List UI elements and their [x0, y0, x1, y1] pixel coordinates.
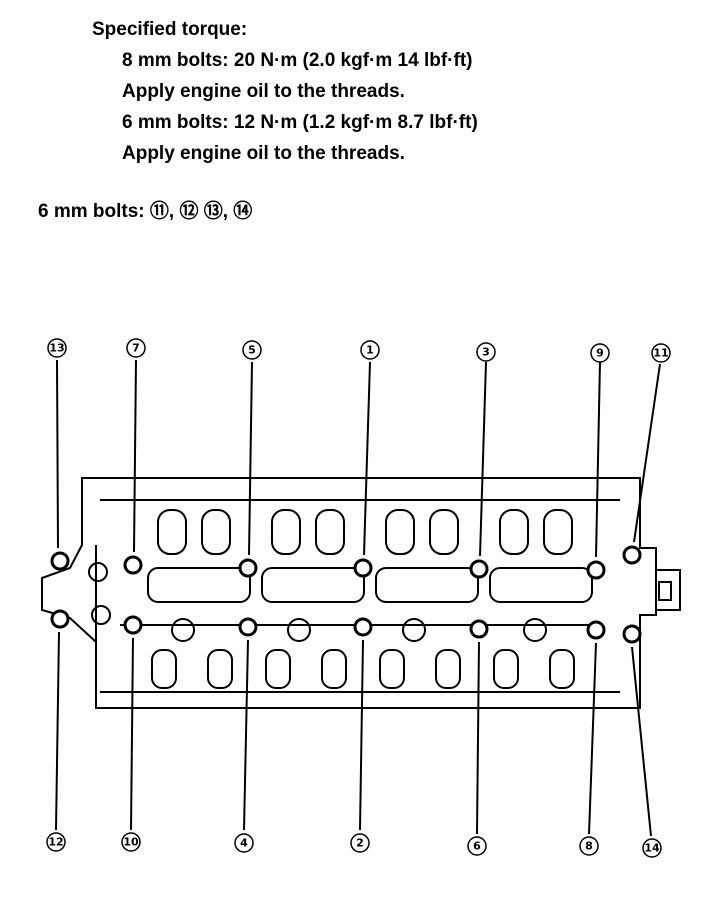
end-plug-left [88, 562, 108, 582]
port-boss [435, 649, 461, 689]
valve-boss [271, 509, 301, 555]
chamber-1 [147, 567, 251, 603]
lower-boss [402, 618, 426, 642]
bolt-13 [50, 551, 70, 571]
end-plug-left-2 [91, 605, 111, 625]
bolt-11 [622, 545, 642, 565]
spec-8mm-note: Apply engine oil to the threads. [122, 81, 405, 102]
chamber-4 [489, 567, 593, 603]
spec-title: Specified torque: [92, 19, 248, 40]
bolt-12 [50, 609, 70, 629]
valve-boss [201, 509, 231, 555]
six-mm-bolts-note: 6 mm bolts: ⑪, ⑫ ⑬, ⑭ [38, 196, 252, 223]
callout-8: 8 [585, 840, 593, 853]
bolt-1 [353, 558, 373, 578]
valve-boss [499, 509, 529, 555]
bolt-7 [123, 555, 143, 575]
bolt-4 [238, 617, 258, 637]
port-boss [549, 649, 575, 689]
chamber-3 [375, 567, 479, 603]
callout-4: 4 [240, 837, 248, 850]
bolt-5 [238, 558, 258, 578]
callout-5: 5 [248, 344, 256, 357]
six-mm-bolts-list: ⑪, ⑫ ⑬, ⑭ [149, 201, 253, 222]
valve-boss [543, 509, 573, 555]
callout-10: 10 [123, 836, 139, 849]
bolt-3 [469, 559, 489, 579]
callout-6: 6 [473, 840, 481, 853]
lower-boss [171, 618, 195, 642]
valve-boss [429, 509, 459, 555]
torque-specification: Specified torque: 8 mm bolts: 20 N·m (2.… [92, 14, 478, 169]
port-boss [379, 649, 405, 689]
callout-9: 9 [596, 347, 604, 360]
cam-extension [656, 569, 681, 611]
bolt-2 [353, 617, 373, 637]
valve-boss [385, 509, 415, 555]
bolt-9 [586, 560, 606, 580]
callout-13: 13 [49, 342, 64, 355]
callout-7: 7 [132, 342, 140, 355]
port-boss [493, 649, 519, 689]
port-boss [151, 649, 177, 689]
cam-slot [658, 581, 672, 601]
bolt-6 [469, 619, 489, 639]
callout-11: 11 [653, 347, 668, 360]
callout-14: 14 [644, 842, 660, 855]
bolt-14 [622, 624, 642, 644]
callout-3: 3 [482, 346, 490, 359]
valve-boss [157, 509, 187, 555]
port-boss [321, 649, 347, 689]
valve-boss [315, 509, 345, 555]
callout-12: 12 [48, 836, 63, 849]
lower-boss [523, 618, 547, 642]
lower-boss [287, 618, 311, 642]
port-boss [207, 649, 233, 689]
spec-6mm-torque: 6 mm bolts: 12 N·m (1.2 kgf·m 8.7 lbf·ft… [122, 112, 478, 133]
chamber-2 [261, 567, 365, 603]
port-boss [265, 649, 291, 689]
bolt-10 [123, 615, 143, 635]
cylinder-head-outline [41, 477, 657, 709]
callout-2: 2 [356, 837, 364, 850]
callout-1: 1 [366, 344, 374, 357]
spec-8mm-torque: 8 mm bolts: 20 N·m (2.0 kgf·m 14 lbf·ft) [122, 50, 473, 71]
spec-6mm-note: Apply engine oil to the threads. [122, 143, 405, 164]
six-mm-bolts-label: 6 mm bolts: [38, 201, 150, 222]
bolt-8 [586, 620, 606, 640]
